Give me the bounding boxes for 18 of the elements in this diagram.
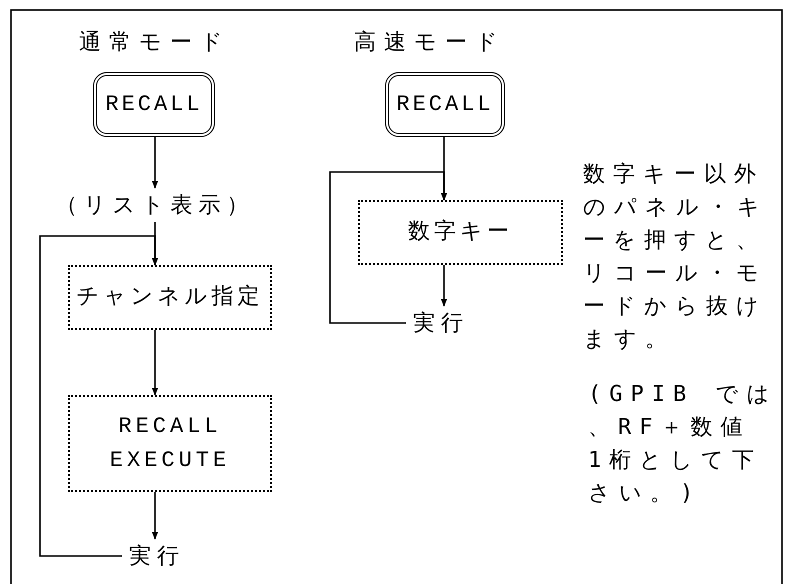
- arrow: [152, 330, 158, 396]
- step-box: RECALL EXECUTE: [68, 395, 272, 492]
- heading: 高速モード: [353, 29, 507, 57]
- step-text: （リスト表示）: [50, 188, 260, 222]
- key-box: RECALL: [93, 72, 215, 137]
- step-text: 実行: [122, 539, 192, 573]
- step-box: チャンネル指定: [68, 265, 272, 330]
- arrow: [440, 265, 448, 307]
- key-box: RECALL: [385, 72, 505, 137]
- step-text: 実行: [406, 306, 476, 340]
- arrow: [152, 137, 158, 189]
- arrow: [152, 492, 158, 540]
- note-text: 数字キー以外のパネル・キーを押すと、リコール・モードから抜けます。: [583, 161, 769, 354]
- note-text: (GPIB では、RF＋数値 1桁として下さい。): [588, 381, 778, 508]
- arrow: [39, 235, 158, 557]
- heading: 通常モード: [78, 29, 232, 57]
- step-box: 数字キー: [358, 200, 563, 265]
- arrow: [329, 171, 448, 324]
